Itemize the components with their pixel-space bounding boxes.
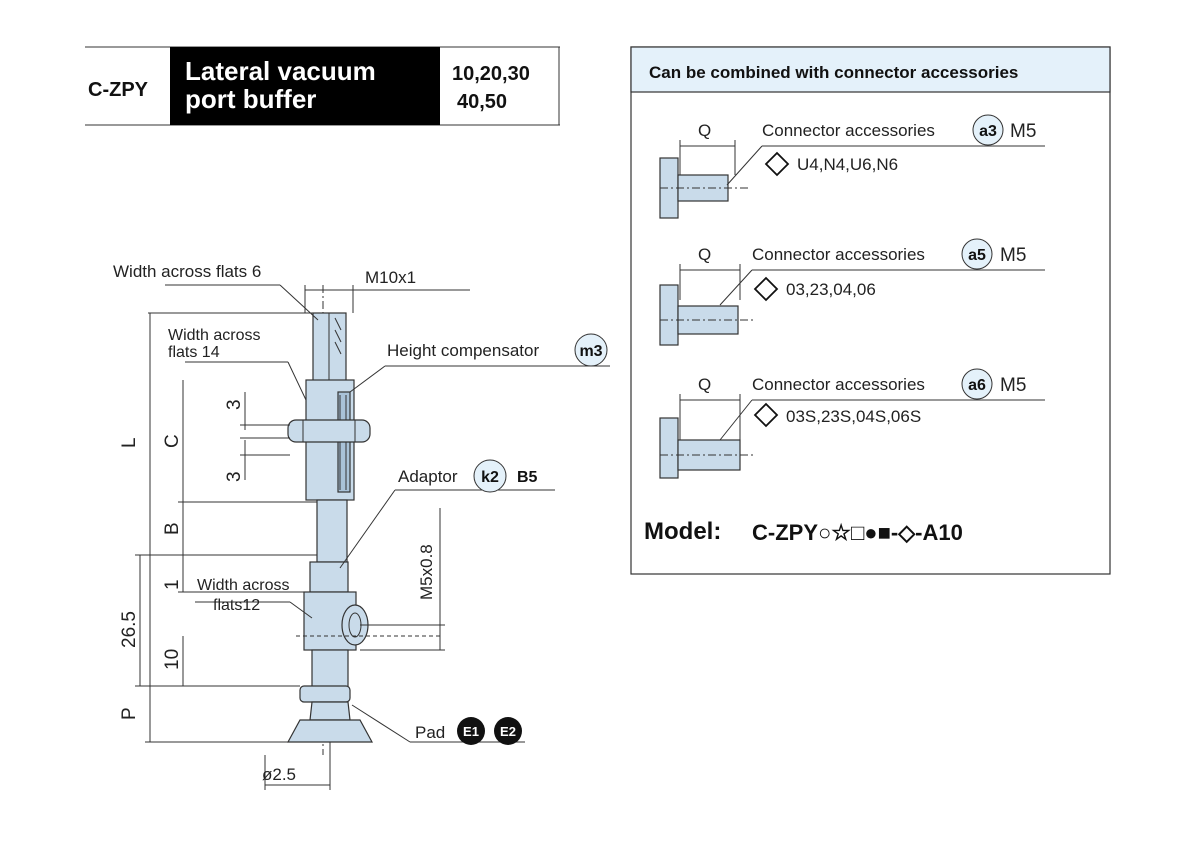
accessory-a3-diamond-icon	[764, 151, 790, 177]
width-flats-14-label-line1: Width across	[168, 327, 260, 344]
k2-badge	[473, 459, 507, 493]
dim-L: L	[119, 437, 140, 448]
width-flats-6-label: Width across flats 6	[113, 262, 261, 281]
a6-badge-text: a6	[968, 377, 986, 394]
width-flats-14-label-line2: flats 14	[168, 344, 220, 361]
panel-title: Can be combined with connector accessori…	[649, 63, 1018, 82]
accessory-a5-diamond-icon	[753, 276, 779, 302]
adaptor-code: B5	[517, 469, 538, 486]
leader-lines	[165, 284, 610, 743]
adaptor-label: Adaptor	[398, 467, 458, 486]
e1-badge-text: E1	[463, 724, 479, 739]
accessory-a5-thread: M5	[1000, 245, 1026, 266]
m10-label: M10x1	[365, 268, 416, 287]
m5-label: M5x0.8	[417, 544, 436, 600]
accessory-a5: Q Connector accessories a5 M5 03,23,04,0…	[659, 238, 1045, 346]
sizes-line2: 40,50	[457, 91, 507, 113]
accessory-a3-q: Q	[698, 121, 711, 140]
dim-26-5: 26.5	[119, 611, 140, 648]
m3-badge-text: m3	[579, 343, 602, 360]
accessory-a3-label: Connector accessories	[762, 121, 935, 140]
accessory-a5-options: 03,23,04,06	[786, 280, 876, 299]
title-header: C-ZPY Lateral vacuum port buffer 10,20,3…	[85, 46, 560, 126]
height-compensator-label: Height compensator	[387, 341, 539, 360]
dimension-labels: L C B 3 3 1 26.5 10 P	[119, 399, 245, 720]
product-code: C-ZPY	[88, 79, 149, 101]
a3-badge-text: a3	[979, 123, 997, 140]
accessory-a6-options: 03S,23S,04S,06S	[786, 407, 921, 426]
m3-badge	[574, 333, 608, 367]
accessory-a6-label: Connector accessories	[752, 375, 925, 394]
accessory-a6-thread: M5	[1000, 375, 1026, 396]
dim-B: B	[162, 522, 183, 535]
title-black-box	[170, 47, 440, 125]
accessory-a6-q: Q	[698, 375, 711, 394]
accessory-a6: Q Connector accessories a6 M5 03S,23S,04…	[659, 368, 1045, 479]
dim-3-bottom: 3	[224, 471, 245, 482]
model-label: Model:	[644, 518, 721, 545]
accessory-a3-thread: M5	[1010, 121, 1036, 142]
width-flats-12-label-line2: flats12	[213, 597, 260, 614]
dim-10: 10	[162, 649, 183, 670]
a3-badge	[972, 114, 1004, 146]
accessory-panel: Can be combined with connector accessori…	[630, 46, 1111, 575]
accessory-a6-diamond-icon	[753, 402, 779, 428]
a5-badge	[961, 238, 993, 270]
sizes-line1: 10,20,30	[452, 63, 530, 85]
diameter-label: ø2.5	[262, 765, 296, 784]
a5-badge-text: a5	[968, 247, 986, 264]
e2-badge-text: E2	[500, 724, 516, 739]
dim-P: P	[119, 707, 140, 720]
dim-1: 1	[162, 579, 183, 590]
dimension-lines	[135, 285, 470, 790]
width-flats-12-label-line1: Width across	[197, 577, 289, 594]
accessory-a5-q: Q	[698, 245, 711, 264]
accessory-a3: Q Connector accessories a3 M5 U4,N4,U6,N…	[659, 114, 1045, 219]
accessory-a5-label: Connector accessories	[752, 245, 925, 264]
callouts: Width across flats 6 M10x1 Width across …	[113, 262, 608, 784]
accessory-a3-options: U4,N4,U6,N6	[797, 155, 898, 174]
e2-badge	[494, 717, 522, 745]
pad-label: Pad	[415, 723, 445, 742]
e1-badge	[457, 717, 485, 745]
k2-badge-text: k2	[481, 469, 499, 486]
a6-badge	[961, 368, 993, 400]
product-title-line2: port buffer	[185, 84, 316, 114]
dim-3-top: 3	[224, 399, 245, 410]
dim-C: C	[162, 434, 183, 448]
product-title-line1: Lateral vacuum	[185, 56, 376, 86]
model-code: C-ZPY○☆□●■-◇-A10	[752, 520, 963, 545]
part-drawing	[286, 285, 440, 755]
panel-header-bg	[630, 46, 1111, 93]
